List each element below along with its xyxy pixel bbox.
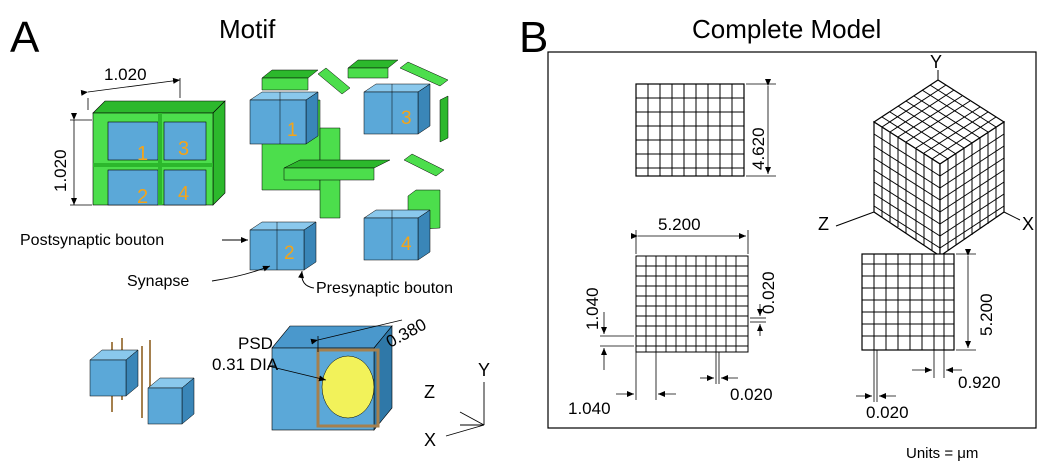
exploded-cube-label-4: 4 — [401, 234, 412, 255]
units-label: Units = μm — [906, 445, 978, 462]
dim-front-cell: 1.040 — [583, 287, 634, 370]
dim-front-gap: 0.020 — [750, 271, 778, 336]
axis-a-x: X — [424, 430, 436, 450]
dim-front-cell-text: 1.040 — [583, 287, 602, 330]
panel-b-frame — [547, 51, 1037, 429]
label-synapse: Synapse — [127, 273, 189, 290]
dim-front-gap-text: 0.020 — [759, 271, 778, 314]
psd-cube — [271, 325, 393, 431]
cube-label-2: 2 — [137, 186, 148, 208]
panel-b-letter: B — [519, 13, 548, 62]
dim-side-right-text: 0.920 — [958, 373, 1001, 392]
axis-a-z: Z — [424, 382, 435, 402]
grid-side-view — [861, 253, 955, 351]
dim-side-height-text: 5.200 — [977, 293, 996, 336]
label-presynaptic-bouton: Presynaptic bouton — [316, 280, 453, 297]
dim-top-height-text: 4.620 — [749, 127, 768, 170]
dim-motif-height-text: 1.020 — [51, 149, 70, 192]
arrow-synapse — [211, 265, 271, 282]
grid-top-view — [635, 83, 745, 177]
axis-a-y: Y — [478, 360, 490, 380]
exploded-motif: 1 3 4 — [249, 59, 449, 261]
small-cubes-with-wires — [89, 338, 195, 425]
dim-side-right: 0.920 — [912, 350, 1001, 392]
dim-front-bottom-left: 1.040 — [568, 352, 676, 418]
cube-label-3: 3 — [178, 138, 189, 160]
axis-b-z: Z — [818, 214, 829, 234]
arrow-psd — [267, 365, 327, 382]
grid-iso-cube: Y Z X — [818, 52, 1034, 258]
dim-side-bottom-text: 0.020 — [866, 403, 909, 422]
grid-front-view — [635, 255, 749, 353]
dim-front-width: 5.200 — [631, 215, 749, 254]
dim-top-height: 4.620 — [746, 79, 776, 177]
dim-front-bottom-right: 0.020 — [700, 352, 773, 404]
arrow-presynaptic — [298, 270, 315, 289]
exploded-cube-label-3: 3 — [401, 108, 412, 129]
dim-psd-text: 0.380 — [383, 315, 429, 352]
psd-disc — [321, 355, 375, 419]
dim-motif-height: 1.020 — [51, 113, 92, 206]
dim-front-bottom-right-text: 0.020 — [730, 385, 773, 404]
panel-b: B Complete Model 4.620 — [519, 13, 1037, 462]
labeled-cube-2: 2 — [249, 221, 317, 271]
dim-side-bottom: 0.020 — [856, 350, 909, 422]
cube-label-1: 1 — [137, 143, 148, 165]
dim-motif-width: 1.020 — [80, 65, 181, 110]
panel-a-letter: A — [10, 13, 40, 62]
psd-dia-label: 0.31 DIA — [212, 355, 279, 374]
label-postsynaptic-bouton: Postsynaptic bouton — [20, 232, 164, 249]
cube-label-4: 4 — [178, 183, 189, 205]
panel-a: A Motif 1 3 2 4 1.020 — [10, 13, 490, 450]
dim-front-bottom-left-text: 1.040 — [568, 399, 611, 418]
dim-side-height: 5.200 — [956, 249, 996, 351]
exploded-cube-label-1: 1 — [287, 120, 298, 141]
motif-block: 1 3 2 4 — [92, 100, 226, 208]
axis-b-y: Y — [930, 52, 942, 72]
psd-label: PSD — [238, 334, 273, 353]
panel-a-title: Motif — [219, 14, 276, 44]
axes-triad-a: Y Z X — [424, 360, 490, 450]
axis-b-x: X — [1022, 214, 1034, 234]
labeled-cube-label-2: 2 — [284, 243, 295, 264]
dim-motif-width-text: 1.020 — [104, 65, 147, 84]
dim-front-width-text: 5.200 — [658, 215, 701, 234]
panel-b-title: Complete Model — [692, 14, 881, 44]
